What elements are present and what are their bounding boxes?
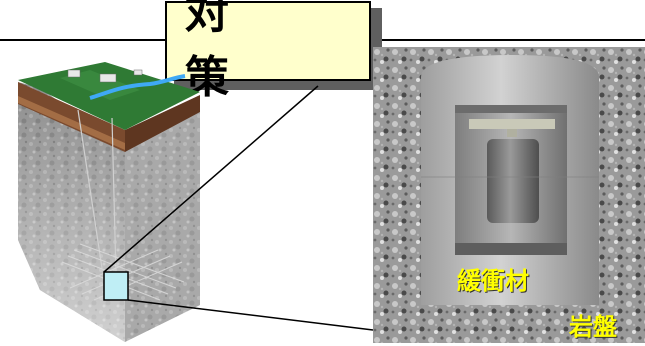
building-icon [67,69,81,78]
callout-line-bottom [127,299,374,331]
buffer-material-label: 緩衝材 [457,267,529,295]
river-icon [89,74,186,100]
rock-right-face [125,105,200,342]
geology-block-illustration [18,62,374,342]
header-rule-right [373,39,645,41]
callout-line-top [103,85,319,273]
soil-layer-right [125,95,200,152]
bedrock-label: 岩盤 [569,313,617,341]
shaft-line [111,117,117,277]
building-icon [99,73,117,83]
disposal-detail-image: 緩衝材 岩盤 [373,47,645,343]
building-icon [133,69,143,76]
page-title: 対 策 [185,0,309,103]
title-box: 対 策 [165,0,371,103]
waste-canister [487,139,539,223]
highlight-box [103,271,129,301]
header-rule-left [0,39,168,41]
shaft-line [77,109,103,269]
support-plate [469,119,555,129]
